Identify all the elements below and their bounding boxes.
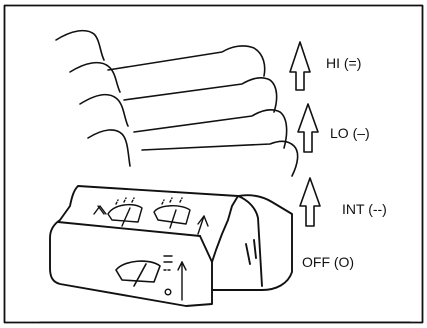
up-arrow-icon	[298, 104, 318, 152]
up-arrow-icon	[290, 42, 310, 90]
lever-position-hi	[56, 31, 265, 76]
label-hi: HI (=)	[326, 56, 361, 70]
label-int: INT (--)	[342, 202, 387, 216]
lever-end-cap	[212, 195, 292, 290]
lever-position-int	[80, 95, 287, 148]
wiper-icon	[154, 198, 190, 228]
up-arrow-icon	[300, 178, 320, 226]
lever-body	[50, 186, 238, 306]
wiper-arrow-icon	[198, 216, 208, 234]
lever-position-off	[88, 130, 298, 176]
wiper-icon	[116, 261, 160, 286]
label-lo: LO (–)	[330, 126, 370, 140]
label-off: OFF (O)	[302, 255, 354, 269]
wiper-arrow-icon	[94, 206, 106, 214]
position-indicator	[164, 256, 172, 295]
lever-position-lo	[70, 63, 277, 112]
wiper-icon	[108, 198, 142, 226]
up-arrow-icon	[178, 262, 186, 300]
